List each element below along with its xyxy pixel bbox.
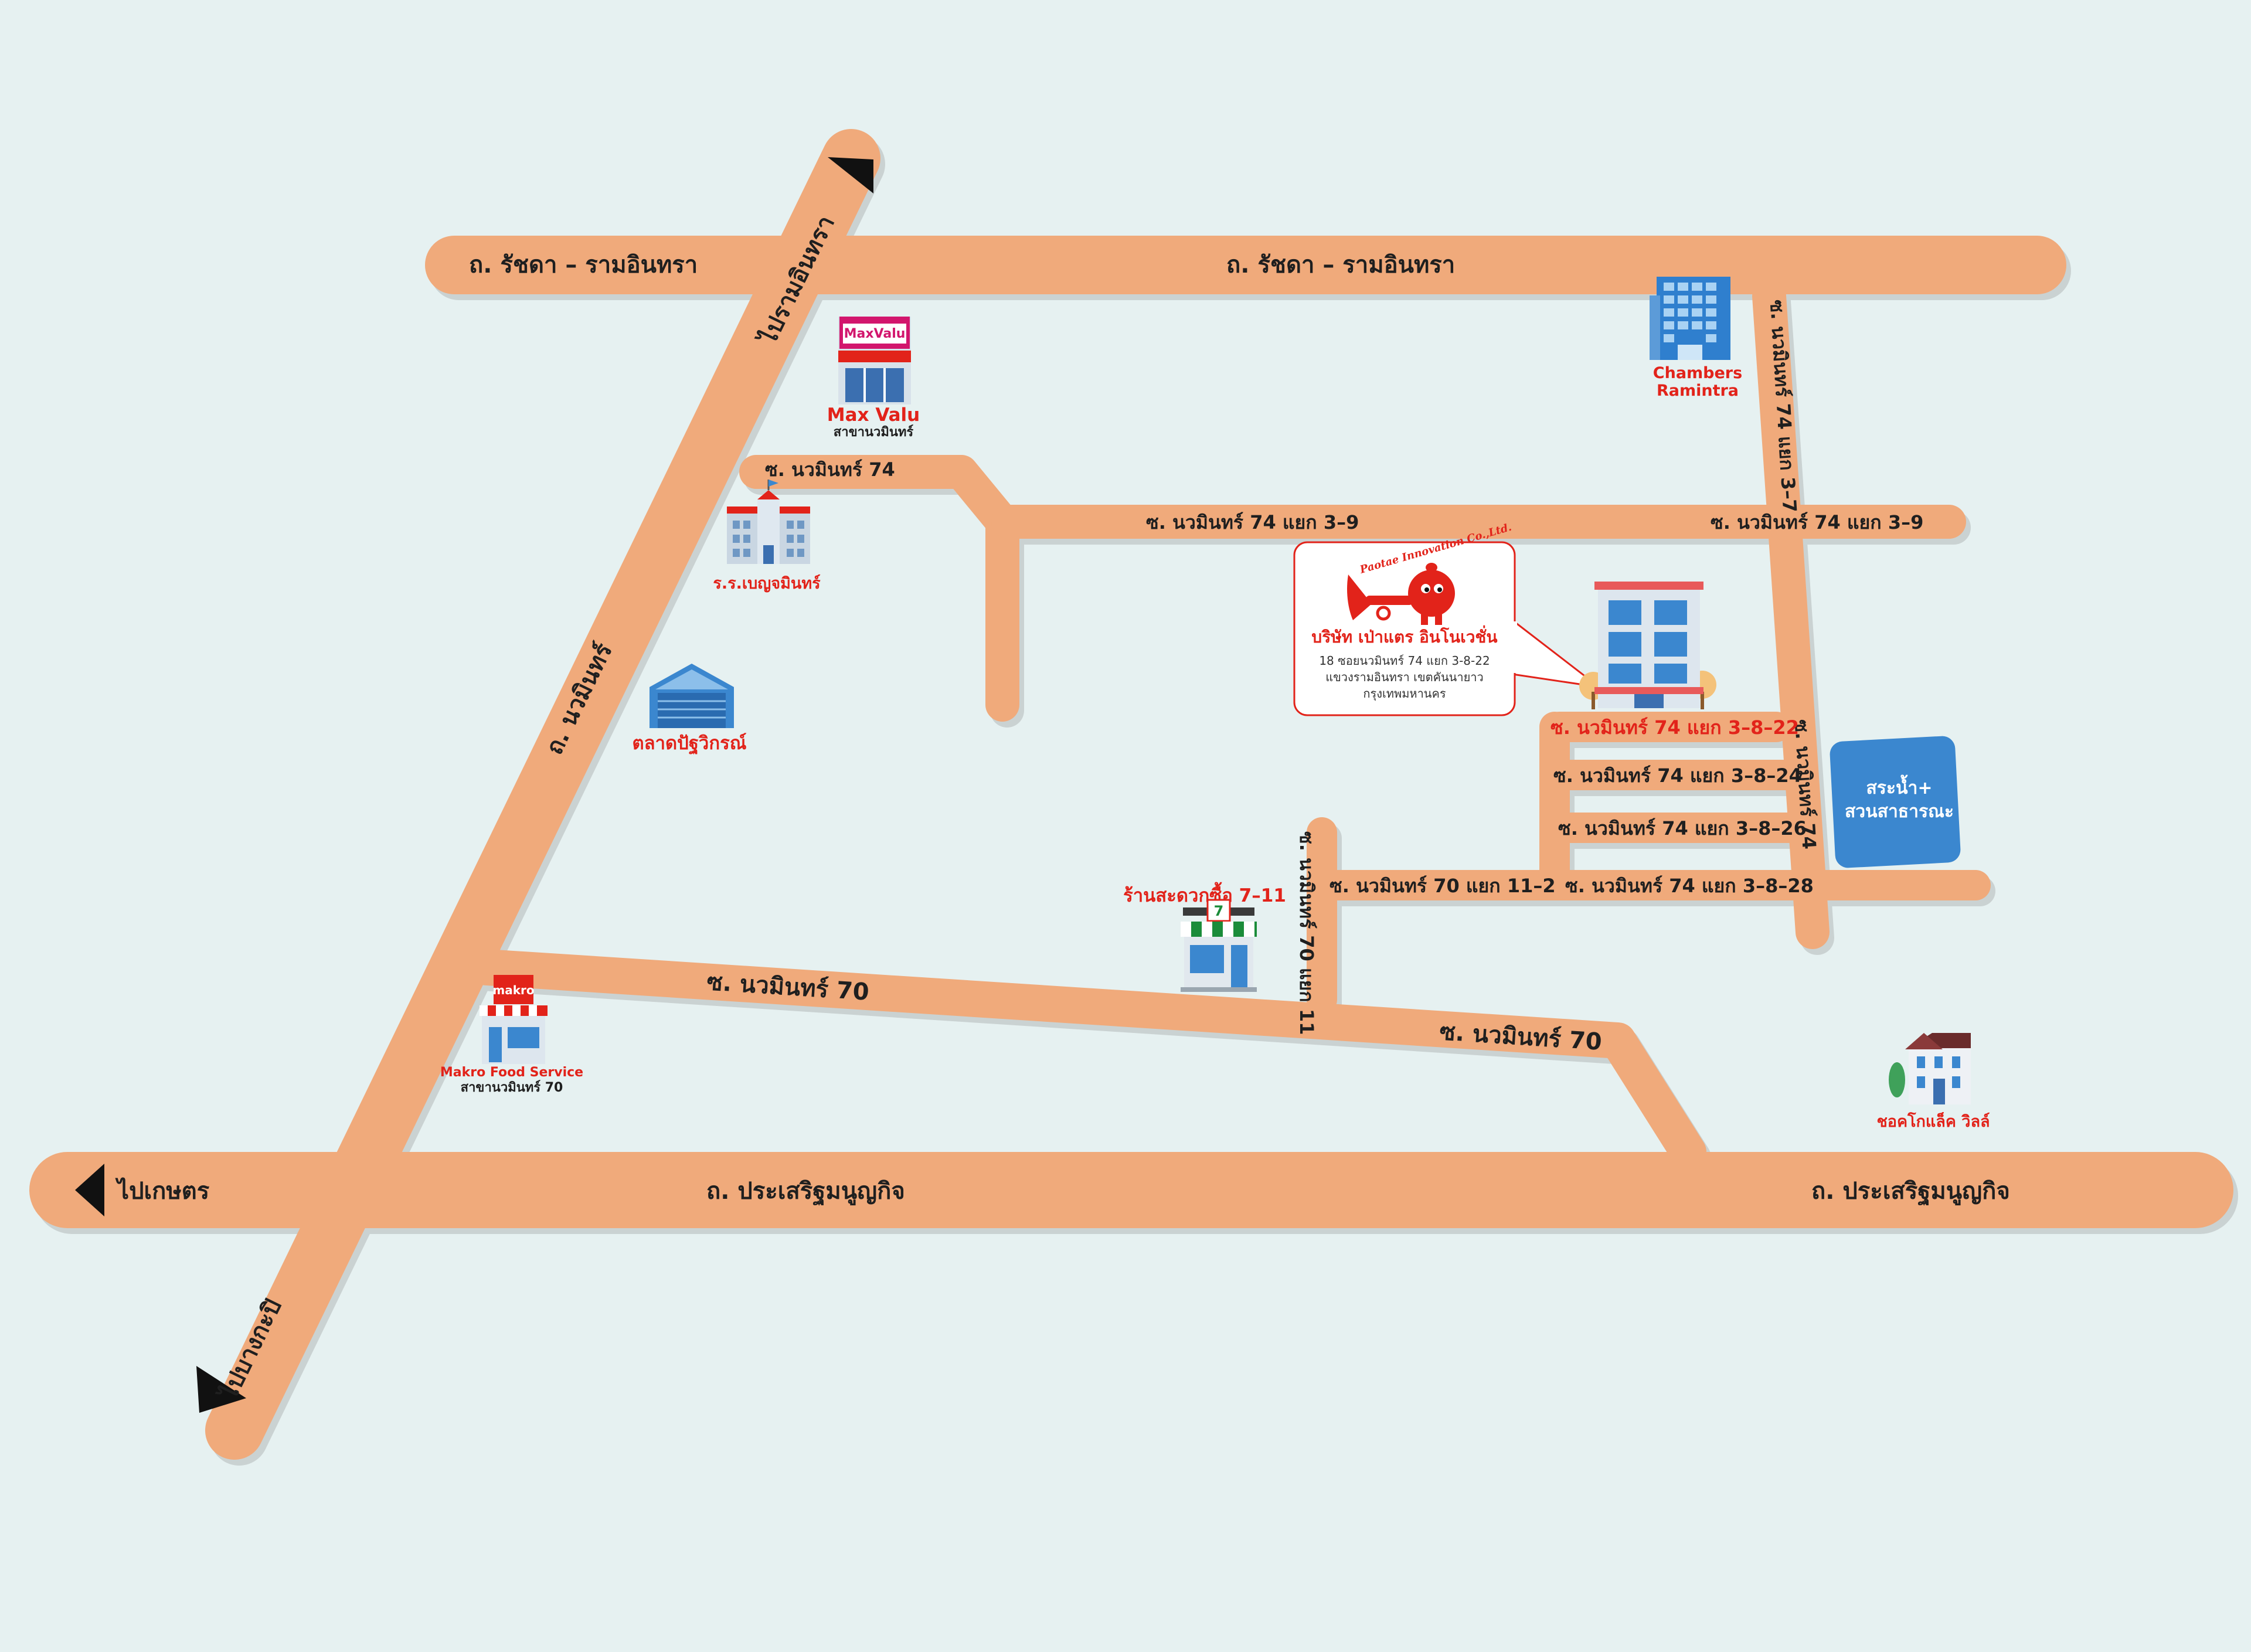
label-ratchada-left: ถ. รัชดา – รามอินทรา [469,251,698,278]
storefront-icon: MaxValu [838,317,911,404]
label-soi-74-3-8-28: ซ. นวมินทร์ 74 แยก 3–8–28 [1565,875,1814,897]
makro-food-service: makro Makro Food Service สาขานวมินทร์ 70 [440,975,583,1095]
label-to-kaset: ไปเกษตร [115,1177,210,1205]
chambers-line2: Ramintra [1657,382,1739,400]
storefront-icon: 7 [1181,899,1257,992]
company-building [1579,582,1716,709]
label-prasert-right: ถ. ประเสริฐมนูญกิจ [1811,1178,2010,1206]
label-soi-74-3-8-22: ซ. นวมินทร์ 74 แยก 3–8–22 [1550,716,1799,739]
chambers-ramintra: Chambers Ramintra [1650,277,1742,400]
village-name: ชอคโกแล็ค วิลล์ [1876,1111,1990,1131]
house-icon [1889,1033,1971,1104]
maxvalu-sub: สาขานวมินทร์ [834,424,914,440]
park-line1: สระน้ำ+ [1866,774,1932,798]
school: ร.ร.เบญจมินทร์ [713,480,821,593]
svg-text:7: 7 [1214,903,1224,919]
maxvalu-logo: MaxValu [844,327,906,341]
park: สระน้ำ+ สวนสาธารณะ [1830,736,1961,868]
office-building-icon [1579,582,1716,709]
maxvalu-name: Max Valu [827,404,920,426]
road-soi-70 [468,949,1706,1170]
company-address-2: แขวงรามอินทรา เขตคันนายาว [1325,670,1484,684]
office-building-icon [1650,277,1730,360]
label-soi-70-11-2: ซ. นวมินทร์ 70 แยก 11–2 [1329,875,1556,897]
makro-logo: makro [492,983,534,997]
park-line2: สวนสาธารณะ [1845,801,1954,822]
label-soi-74-3-9-right: ซ. นวมินทร์ 74 แยก 3–9 [1711,511,1923,533]
roads [29,129,2233,1460]
seven-name: ร้านสะดวกซื้อ 7–11 [1123,882,1286,906]
trumpet-mascot-icon [1346,563,1455,625]
storefront-icon: makro [480,975,548,1064]
market-name: ตลาดปัฐวิกรณ์ [632,733,746,755]
company-callout: Paotae Innovation Co.,Ltd. บริษัท เป่าแต… [1293,521,1600,716]
makro-name: Makro Food Service [440,1065,583,1080]
makro-sub: สาขานวมินทร์ 70 [461,1080,563,1095]
school-name: ร.ร.เบญจมินทร์ [713,574,821,593]
company-address-1: 18 ซอยนวมินทร์ 74 แยก 3-8-22 [1319,654,1490,668]
label-soi-74-3-8-26: ซ. นวมินทร์ 74 แยก 3–8–26 [1558,817,1807,839]
market: ตลาดปัฐวิกรณ์ [632,664,747,755]
school-building-icon [727,480,810,564]
company-name: บริษัท เป่าแตร อินโนเวชั่น [1311,625,1497,647]
arrow-to-bangkapi-icon [196,1366,246,1413]
label-soi-74-3-8-24: ซ. นวมินทร์ 74 แยก 3–8–24 [1553,764,1802,787]
warehouse-icon [650,664,734,728]
label-soi-74: ซ. นวมินทร์ 74 [765,458,895,481]
maxvalu-store: MaxValu Max Valu สาขานวมินทร์ [827,317,920,440]
label-prasert-center: ถ. ประเสริฐมนูญกิจ [706,1178,905,1206]
label-soi-70-11: ซ. นวมินทร์ 70 แยก 11 [1295,831,1318,1035]
arrow-to-ramintra-icon [828,157,873,193]
chocolate-ville: ชอคโกแล็ค วิลล์ [1876,1033,1990,1131]
arrow-to-kaset-icon [75,1164,104,1216]
road-soi-74 [739,455,1019,722]
chambers-line1: Chambers [1653,364,1742,382]
label-soi-74-3-9-left: ซ. นวมินทร์ 74 แยก 3–9 [1146,511,1359,533]
company-address-3: กรุงเทพมหานคร [1363,686,1446,701]
label-ratchada-center: ถ. รัชดา – รามอินทรา [1226,251,1455,278]
seven-eleven: ร้านสะดวกซื้อ 7–11 7 [1123,882,1286,992]
